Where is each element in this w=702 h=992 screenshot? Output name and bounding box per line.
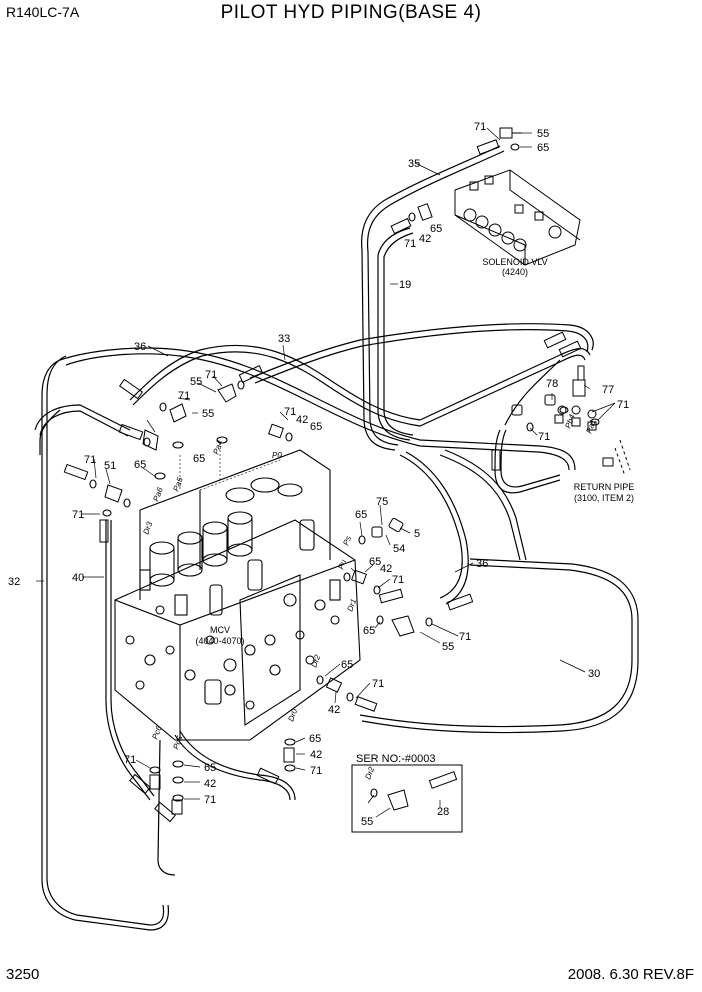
- hose-fittings: [63, 139, 582, 823]
- part-callout: 65: [193, 453, 205, 465]
- note-mcv-2: (4040-4070): [195, 636, 244, 646]
- port-label: Pc6: [150, 724, 163, 741]
- hose-lines: [34, 145, 639, 931]
- part-callout: 36: [134, 341, 146, 353]
- part-callout: 65: [369, 556, 381, 568]
- part-callout: 65: [341, 659, 353, 671]
- adapters: [104, 203, 433, 815]
- part-callout: 65: [204, 762, 216, 774]
- part-callout: 55: [202, 408, 214, 420]
- part-callout: 71: [372, 678, 384, 690]
- part-callout: 71: [617, 399, 629, 411]
- port-label: Dr2: [309, 653, 322, 669]
- part-callout: 71: [284, 406, 296, 418]
- part-callout: 65: [310, 421, 322, 433]
- part-callout: 40: [72, 572, 84, 584]
- note-mcv-1: MCV: [210, 625, 230, 635]
- part-callout: 77: [602, 384, 614, 396]
- right-manifold: [511, 365, 631, 477]
- part-callout: 71: [538, 431, 550, 443]
- note-return-2: (3100, ITEM 2): [574, 493, 634, 503]
- port-guides: [179, 450, 281, 491]
- part-callout: 51: [104, 460, 116, 472]
- o-rings: [89, 143, 600, 802]
- part-callout: 19: [399, 279, 411, 291]
- page-title: PILOT HYD PIPING(BASE 4): [220, 2, 482, 23]
- part-callout: 42: [380, 563, 392, 575]
- model-code: R140LC-7A: [6, 4, 80, 20]
- part-callout: 78: [546, 378, 558, 390]
- port-label: Pa5: [171, 476, 185, 493]
- ser-no-inset: [351, 764, 463, 833]
- port-label: Dr0: [286, 707, 299, 723]
- part-callout: 71: [459, 631, 471, 643]
- part-callout: 55: [190, 376, 202, 388]
- port-label: P0: [272, 451, 282, 460]
- part-callout: 55: [537, 128, 549, 140]
- part-callout: 42: [310, 749, 322, 761]
- mcv-block: [114, 449, 361, 741]
- port-label: Ps: [341, 535, 353, 547]
- part-callout: 5: [414, 528, 420, 540]
- part-callout: 65: [355, 509, 367, 521]
- part-callout: 71: [392, 574, 404, 586]
- part-callout: 71: [204, 794, 216, 806]
- port-label: Pa1: [584, 418, 597, 434]
- part-callout: 54: [393, 543, 405, 555]
- note-ser-no: SER NO:-#0003: [356, 753, 435, 765]
- part-callout: 65: [363, 625, 375, 637]
- part-callout: 30: [588, 668, 600, 680]
- part-callout: 71: [205, 369, 217, 381]
- part-callout: 71: [404, 238, 416, 250]
- leader-lines: [36, 127, 616, 818]
- part-callout: 42: [419, 233, 431, 245]
- part-callout: 42: [328, 704, 340, 716]
- part-callout: 71: [124, 754, 136, 766]
- notes: SOLENOID VLV (4240) MCV (4040-4070) RETU…: [195, 257, 634, 765]
- part-callout: 71: [178, 390, 190, 402]
- part-callout: 35: [408, 158, 420, 170]
- note-solenoid-2: (4240): [502, 267, 528, 277]
- port-label: Pu: [336, 558, 348, 571]
- part-callout: 65: [430, 223, 442, 235]
- part-callout: 71: [84, 454, 96, 466]
- port-label: Dr3: [141, 520, 154, 536]
- part-callout: 71: [310, 765, 322, 777]
- port-label: Pb4: [563, 413, 577, 430]
- part-callout: 75: [376, 496, 388, 508]
- part-callout: 65: [134, 459, 146, 471]
- port-label: Dr2: [363, 765, 376, 781]
- note-return-1: RETURN PIPE: [574, 482, 635, 492]
- part-callout: 42: [296, 414, 308, 426]
- revision-date: 2008. 6.30 REV.8F: [567, 966, 694, 983]
- part-callout: 71: [72, 509, 84, 521]
- port-label: Pa4: [211, 439, 225, 456]
- part-callout: 42: [204, 778, 216, 790]
- part-callout: 55: [442, 641, 454, 653]
- part-callout: 71: [474, 121, 486, 133]
- port-label: Dr1: [345, 597, 358, 612]
- solenoid-valve: [454, 127, 581, 266]
- part-callout: 36: [476, 558, 488, 570]
- note-solenoid-1: SOLENOID VLV: [482, 257, 547, 267]
- part-callout: 33: [278, 333, 290, 345]
- part-callout: 65: [309, 733, 321, 745]
- part-callout: 28: [437, 806, 449, 818]
- part-callout: 65: [537, 142, 549, 154]
- page-number: 3250: [6, 966, 40, 983]
- port-label: Pc5: [171, 734, 184, 751]
- port-label: Pa6: [151, 486, 165, 503]
- part-callout: 32: [8, 576, 20, 588]
- part-callout: 55: [361, 816, 373, 828]
